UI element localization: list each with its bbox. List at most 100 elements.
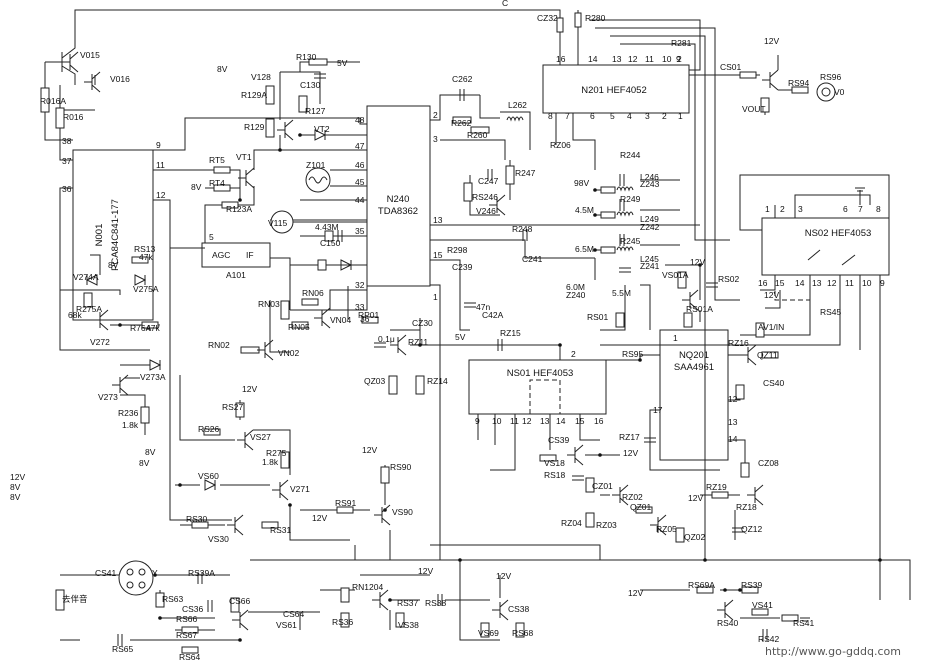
component-label: RS64 (179, 652, 201, 662)
component-label: RS01 (587, 312, 609, 322)
wire (714, 240, 740, 301)
ic-ns02 (761, 217, 890, 276)
resistor (388, 375, 398, 395)
output-jack-inner (821, 87, 831, 97)
junction-dot (698, 263, 702, 267)
resistor (755, 322, 765, 338)
component-label: L245 (640, 254, 659, 264)
component-label: V246 (476, 206, 496, 216)
pin-number: 11 (845, 278, 854, 288)
capacitor (619, 199, 625, 211)
component-label: RS91 (335, 498, 357, 508)
component-label: C262 (452, 74, 473, 84)
transistor (740, 344, 757, 366)
crystal-2 (317, 259, 327, 271)
wire (60, 289, 121, 295)
component-label: RZ03 (596, 520, 617, 530)
resistor (361, 316, 379, 324)
component-label: RS69A (688, 580, 715, 590)
resistor (181, 626, 199, 634)
resistor (696, 586, 714, 594)
component-label: RN02 (208, 340, 230, 350)
component-label: RN1204 (352, 582, 383, 592)
component-label: R016 (63, 112, 84, 122)
tube-v115 (270, 210, 294, 234)
component-label: RS39A (188, 568, 215, 578)
wire (807, 249, 821, 261)
junction-dot (593, 213, 597, 217)
component-label: Z242 (640, 222, 660, 232)
component-label: RS94 (788, 78, 810, 88)
transistor (112, 374, 129, 396)
component-label: V275A (133, 284, 159, 294)
capacitor (732, 527, 744, 533)
component-label: 6.5M (575, 244, 594, 254)
pin-number: 14 (795, 278, 805, 288)
component-label: 1.8k (262, 457, 279, 467)
ic-ns01 (468, 359, 607, 415)
pin-number: 12 (728, 394, 738, 404)
pin-number: 11 (510, 416, 519, 426)
capacitor (117, 634, 123, 646)
component-label: QZ01 (630, 502, 652, 512)
pin-number: 13 (812, 278, 822, 288)
pin-number: 9 (156, 140, 161, 150)
component-label: 47k (139, 252, 153, 262)
capacitor (644, 437, 656, 443)
pin-number: 36 (360, 314, 370, 324)
wire (728, 439, 746, 470)
component-label: RP01 (358, 310, 380, 320)
pin-number: 6 (590, 111, 595, 121)
component-label: CZ01 (592, 481, 613, 491)
a101-if-label: IF (246, 250, 254, 260)
component-label: R129 (244, 122, 265, 132)
resistor (298, 95, 308, 113)
component-label: RS96 (820, 72, 842, 82)
resistor (751, 608, 769, 616)
resistor (452, 116, 472, 124)
component-label: RS66 (176, 614, 198, 624)
component-label: R130 (296, 52, 317, 62)
junction-dot (593, 248, 597, 252)
component-label: 8V (108, 260, 119, 270)
wire (280, 61, 360, 73)
pin-number: 7 (565, 111, 570, 121)
resistor (740, 462, 750, 478)
transistor (227, 514, 244, 536)
component-label: 8V (10, 492, 21, 502)
component-label: RZ15 (500, 328, 521, 338)
pin-number: 46 (355, 160, 365, 170)
component-label: RS27 (222, 402, 244, 412)
component-label: 8V (139, 458, 150, 468)
wire (430, 239, 595, 259)
transistor (492, 599, 509, 621)
inductor (616, 211, 634, 217)
pin-number: 16 (594, 416, 604, 426)
resistor (155, 592, 165, 608)
component-label: QZ03 (364, 376, 386, 386)
resistor (340, 612, 350, 628)
wire (90, 254, 101, 275)
junction-dot (598, 453, 602, 457)
component-label: R245 (620, 236, 641, 246)
wire (600, 275, 841, 346)
wire (765, 290, 781, 309)
component-label: RS39 (741, 580, 763, 590)
wire (640, 284, 651, 330)
component-label: V128 (251, 72, 271, 82)
component-label: RS18 (544, 470, 566, 480)
capacitor (314, 73, 326, 79)
component-label: R249 (620, 194, 641, 204)
resistor (240, 346, 260, 354)
component-label: RS02 (718, 274, 740, 284)
component-label: VS30 (208, 534, 229, 544)
wire (179, 375, 235, 441)
component-label: VS61 (276, 620, 297, 630)
capacitor (437, 594, 443, 606)
component-label: RZ02 (622, 492, 643, 502)
component-label: AV1/IN (758, 322, 784, 332)
resistor (141, 321, 159, 329)
component-label: 12V (623, 448, 638, 458)
component-label: RS26 (198, 424, 220, 434)
pin-number: 5 (209, 232, 214, 242)
